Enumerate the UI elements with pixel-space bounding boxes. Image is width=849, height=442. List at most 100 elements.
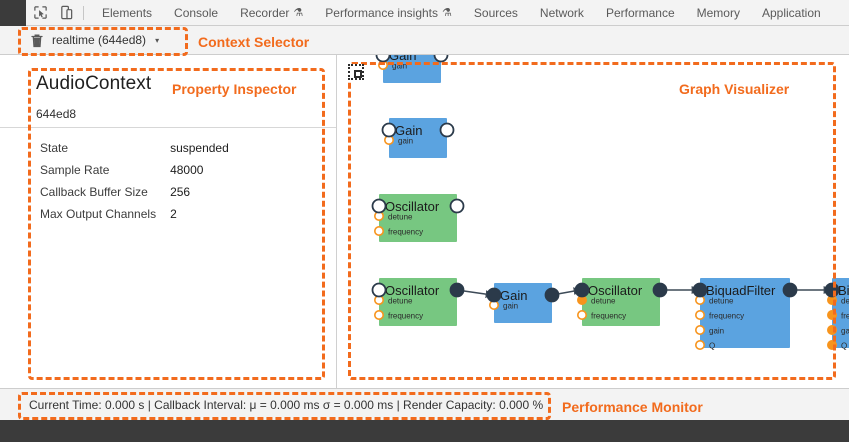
tab-console[interactable]: Console [163,0,229,26]
property-inspector-pane: AudioContext 644ed8 State suspended Samp… [0,55,336,388]
svg-text:gain: gain [709,326,724,335]
tab-elements[interactable]: Elements [91,0,163,26]
svg-text:Oscillator: Oscillator [588,283,643,298]
toolbar-divider [83,5,84,20]
tab-performance[interactable]: Performance [595,0,686,26]
node-input-port [486,287,502,303]
node-output-port [449,198,465,214]
svg-text:frequency: frequency [709,311,744,320]
window-bottom-chrome [0,420,849,442]
svg-text:frequency: frequency [388,227,423,236]
node-input-port [381,122,397,138]
svg-text:gain: gain [841,326,849,335]
svg-text:frequency: frequency [841,311,849,320]
tab-label: Memory [696,5,740,20]
svg-text:detune: detune [841,296,849,305]
node-output-port [782,282,798,298]
node-input-port [371,282,387,298]
svg-text:frequency: frequency [591,311,626,320]
divider [0,127,336,128]
annotation-label-context-selector: Context Selector [198,34,310,50]
annotation-label-performance-monitor: Performance Monitor [562,399,703,415]
svg-text:BiquadFilter: BiquadFilter [706,283,776,298]
node-output-port [439,122,455,138]
audio-param-port [577,310,588,321]
table-row: Sample Rate 48000 [40,159,229,181]
node-output-port [449,282,465,298]
annotation-label-graph-visualizer: Graph Visualizer [679,81,790,97]
table-row: State suspended [40,137,229,159]
table-row: Max Output Channels 2 [40,203,229,225]
tab-label: Recorder [240,5,290,20]
table-row: Callback Buffer Size 256 [40,181,229,203]
experiment-flask-icon: ⚗ [442,6,452,19]
svg-text:Gain: Gain [389,55,416,63]
device-toolbar-icon[interactable] [56,3,76,23]
svg-text:BiquadFilter: BiquadFilter [838,283,849,298]
tab-label: Console [174,5,219,20]
svg-text:Gain: Gain [500,288,527,303]
node-output-port [544,287,560,303]
context-selector-dropdown[interactable]: realtime (644ed8) ▾ [22,27,167,53]
tab-label: Performance insights [325,5,439,20]
devtools-gutter [0,0,26,26]
tab-performance-insights[interactable]: Performance insights ⚗ [314,0,463,26]
trash-icon[interactable] [30,33,44,48]
audio-param-port [373,226,384,237]
audio-graph[interactable]: GaingainGaingainOscillatordetunefrequenc… [337,55,849,388]
chevron-down-icon: ▾ [155,35,160,45]
inspect-element-icon[interactable] [30,3,50,23]
property-value: 2 [170,207,177,221]
performance-status-text: Current Time: 0.000 s | Callback Interva… [29,398,544,412]
tab-label: Performance [605,5,675,20]
property-key: Max Output Channels [40,207,157,221]
page-title: AudioContext [36,73,152,94]
context-id: 644ed8 [36,107,77,121]
context-selector-bar: realtime (644ed8) ▾ [0,26,849,55]
svg-text:Gain: Gain [395,123,422,138]
svg-text:Q: Q [709,341,715,350]
node-input-port [824,282,840,298]
svg-text:Oscillator: Oscillator [385,283,440,298]
property-value: suspended [170,141,229,155]
property-key: State [40,141,69,155]
pane-divider[interactable] [336,55,337,388]
tab-recorder[interactable]: Recorder ⚗ [229,0,314,26]
property-value: 256 [170,185,191,199]
annotation-label-property-inspector: Property Inspector [172,81,297,97]
devtools-tool-icons [30,3,76,23]
tab-memory[interactable]: Memory [686,0,751,26]
property-key: Callback Buffer Size [40,185,148,199]
node-output-port [652,282,668,298]
svg-text:detune: detune [388,296,413,305]
node-input-port [375,55,391,63]
node-input-port [371,198,387,214]
audio-param-port [826,310,837,321]
performance-monitor-bar: Current Time: 0.000 s | Callback Interva… [0,388,849,420]
context-selector-value: realtime (644ed8) [52,33,147,47]
svg-text:gain: gain [392,61,407,70]
devtools-tabbar: Elements Console Recorder ⚗ Performance … [0,0,849,26]
tab-sources[interactable]: Sources [463,0,529,26]
tab-application[interactable]: Application [751,0,832,26]
svg-text:detune: detune [709,296,734,305]
audio-param-port [694,339,705,350]
svg-text:Q: Q [841,341,847,350]
svg-text:detune: detune [388,212,413,221]
audio-param-port [373,310,384,321]
tab-label: Application [761,5,821,20]
property-table: State suspended Sample Rate 48000 Callba… [40,137,229,225]
node-input-port [692,282,708,298]
svg-text:detune: detune [591,296,616,305]
tab-network[interactable]: Network [529,0,595,26]
svg-text:Oscillator: Oscillator [385,199,440,214]
